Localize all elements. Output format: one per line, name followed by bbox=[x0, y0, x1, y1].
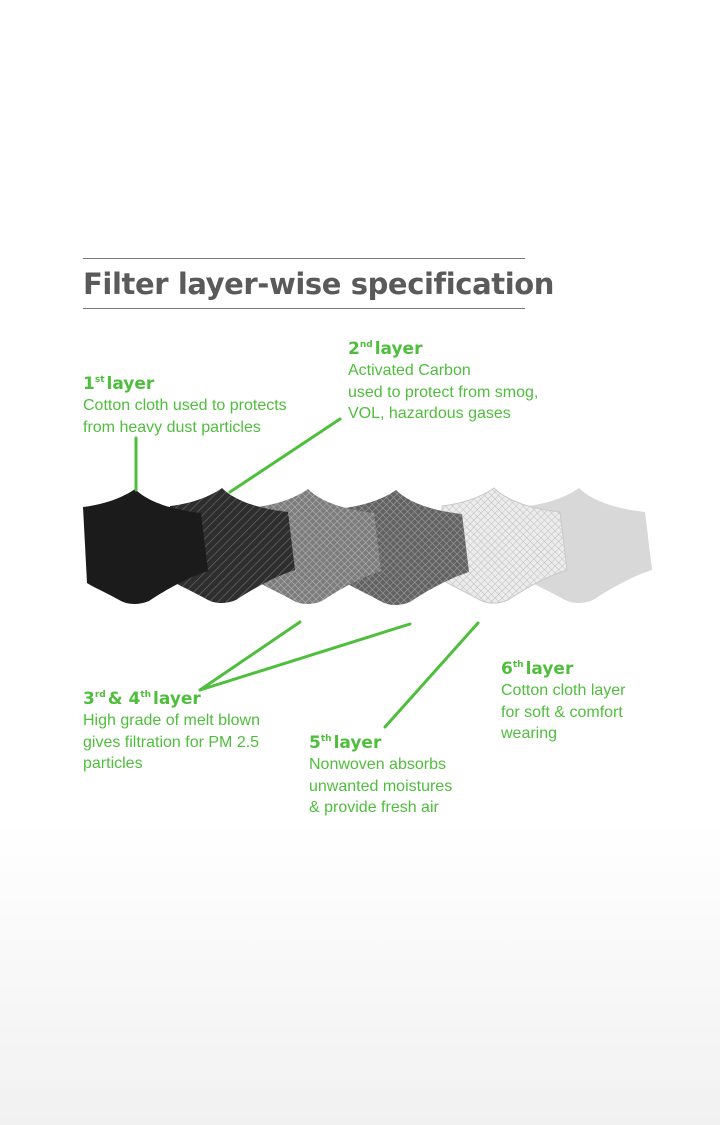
callout-line-4 bbox=[198, 622, 412, 692]
layer-1-description: Cotton cloth used to protects from heavy… bbox=[83, 397, 287, 436]
title-block: Filter layer-wise specification bbox=[83, 258, 555, 309]
callout-line-3 bbox=[198, 620, 302, 692]
layer-2-description: Activated Carbon used to protect from sm… bbox=[348, 362, 539, 422]
title-rule-bottom bbox=[83, 308, 525, 309]
layer-6-description: Cotton cloth layer for soft & comfort we… bbox=[501, 682, 626, 742]
page-title: Filter layer-wise specification bbox=[83, 267, 555, 301]
title-rule-top bbox=[83, 258, 525, 259]
layer-5-description: Nonwoven absorbs unwanted moistures & pr… bbox=[309, 756, 453, 816]
callout-line-5 bbox=[383, 621, 480, 729]
layer-3-4-description: High grade of melt blown gives filtratio… bbox=[83, 712, 260, 772]
callout-line-2 bbox=[228, 417, 342, 494]
